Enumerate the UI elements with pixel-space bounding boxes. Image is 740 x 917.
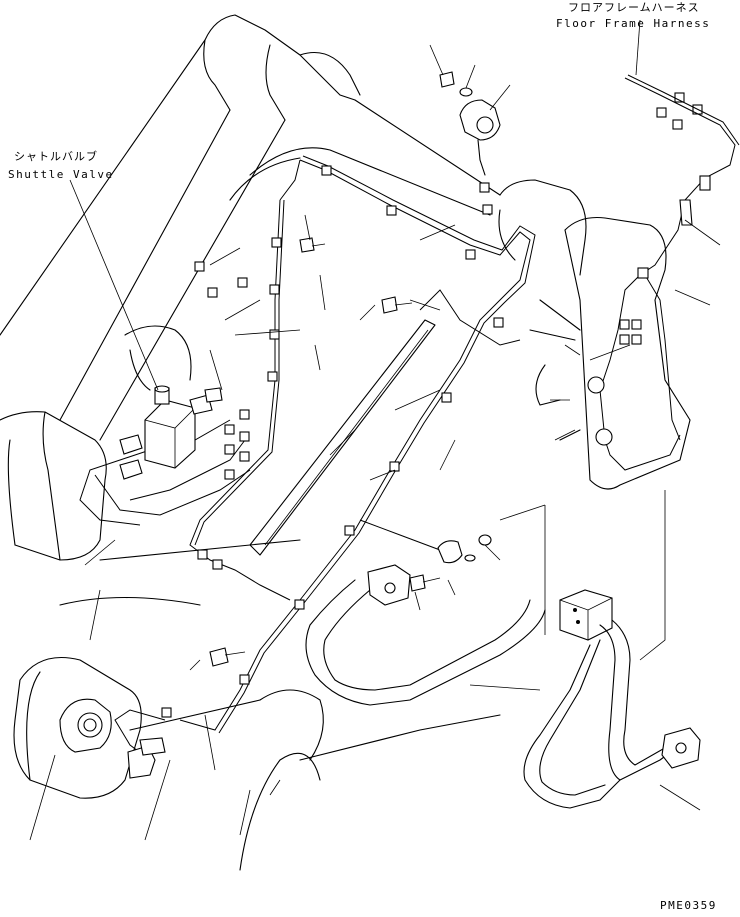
leader-lines xyxy=(29,19,721,841)
bolts xyxy=(299,237,492,592)
drawing-code: PME0359 xyxy=(660,899,717,912)
cylinder-rod xyxy=(249,319,436,556)
lower-left-parts xyxy=(59,647,246,779)
hydraulic-lines xyxy=(79,155,536,761)
shuttle-valve-label-en: Shuttle Valve xyxy=(8,168,114,181)
lower-pipe xyxy=(305,564,701,809)
floor-harness-label-jp: フロアフレームハーネス xyxy=(568,1,700,14)
floor-harness-label-en: Floor Frame Harness xyxy=(556,17,711,30)
pressure-switch-top xyxy=(439,71,501,176)
shuttle-valve xyxy=(119,385,223,480)
shuttle-valve-label-jp: シャトルバルブ xyxy=(14,150,98,163)
floor-frame-harness xyxy=(587,74,740,471)
line-clamps xyxy=(161,165,504,718)
